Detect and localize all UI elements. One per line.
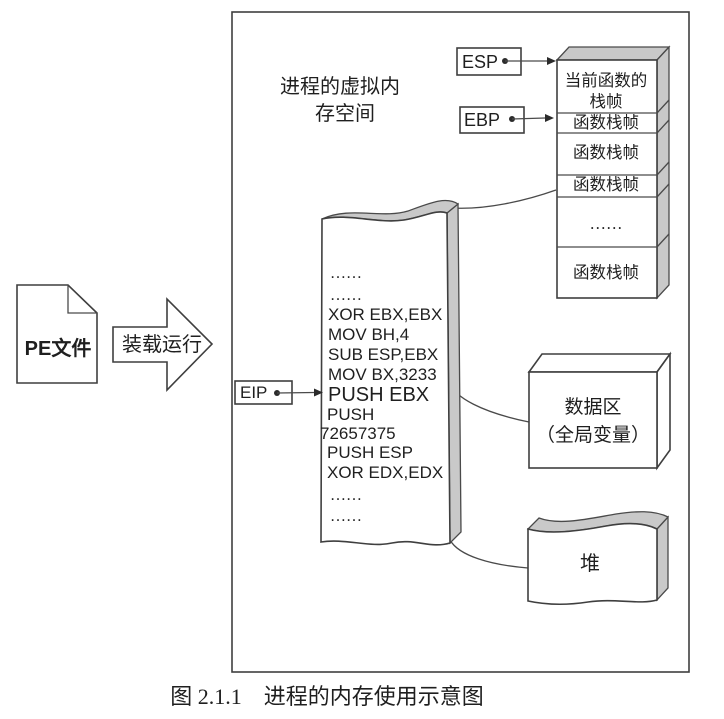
- stack-front-face: [556, 59, 658, 299]
- eip-arrow-line: [276, 391, 315, 394]
- ebp-pointer: EBP: [459, 106, 554, 134]
- code-line: ……: [330, 287, 362, 304]
- data-area-front-face: [528, 371, 658, 469]
- code-line: MOV BH,4: [328, 325, 409, 344]
- stack-frame-label: 函数栈帧: [573, 175, 639, 194]
- code-line: ……: [330, 487, 362, 504]
- figure-caption: 图 2.1.1 进程的内存使用示意图: [170, 684, 484, 709]
- arrowhead-icon: [545, 114, 554, 122]
- data-area-top-face: [527, 353, 672, 373]
- code-line: PUSH: [327, 405, 374, 424]
- heap-side-face: [656, 515, 669, 602]
- code-line: XOR EBX,EBX: [328, 305, 442, 324]
- memory-space-title-line2: 存空间: [315, 102, 375, 125]
- memory-space-title-line1: 进程的虚拟内: [280, 75, 400, 98]
- pe-file-fold-icon: [67, 285, 97, 314]
- code-line: MOV BX,3233: [328, 365, 437, 384]
- esp-label: ESP: [462, 52, 498, 72]
- code-line: SUB ESP,EBX: [328, 345, 438, 364]
- load-run-label: 装载运行: [122, 333, 202, 356]
- pe-file-icon: PE文件: [16, 284, 98, 384]
- ebp-arrow-line: [511, 117, 546, 120]
- heap-front-face: [527, 522, 658, 606]
- code-line: PUSH ESP: [327, 443, 413, 462]
- pe-file-outline: [16, 284, 98, 384]
- data-area-side-face: [656, 351, 671, 471]
- code-line: ……: [330, 508, 362, 525]
- stack-frame-label: 栈帧: [590, 92, 623, 111]
- esp-pointer: ESP: [456, 47, 556, 76]
- stack-frame-label: 函数栈帧: [573, 113, 639, 132]
- heap-label: 堆: [580, 552, 600, 575]
- stack-top-face: [555, 46, 671, 61]
- heap-box: 堆: [526, 511, 670, 606]
- code-block-front-face: [320, 211, 451, 546]
- code-line: 72657375: [320, 424, 396, 443]
- stack-box: 当前函数的 栈帧 函数栈帧 函数栈帧 函数栈帧 …… 函数栈帧: [555, 45, 671, 300]
- stack-side-notch: [656, 161, 670, 176]
- connector-stack-curve: [451, 189, 557, 209]
- code-block: …… …… XOR EBX,EBX MOV BH,4 SUB ESP,EBX M…: [320, 199, 462, 546]
- ebp-label: EBP: [464, 110, 500, 130]
- pe-file-label: PE文件: [25, 336, 92, 360]
- stack-side-notch: [656, 99, 670, 114]
- stack-frame-label: 函数栈帧: [573, 143, 639, 162]
- code-line: XOR EDX,EDX: [327, 463, 443, 482]
- code-line: ……: [330, 265, 362, 282]
- load-run-arrow: 装载运行: [112, 297, 214, 392]
- connector-heap-curve: [449, 539, 529, 569]
- code-line-current: PUSH EBX: [328, 384, 429, 406]
- stack-frame-label: 当前函数的: [565, 71, 648, 90]
- data-area-label-line2: （全局变量）: [536, 424, 650, 446]
- code-listing: …… …… XOR EBX,EBX MOV BH,4 SUB ESP,EBX M…: [320, 265, 443, 525]
- data-area-label-line1: 数据区: [564, 396, 621, 418]
- eip-pointer: EIP: [234, 380, 323, 405]
- block-arrow-icon: [112, 297, 214, 392]
- arrowhead-icon: [547, 57, 556, 65]
- arrowhead-icon: [314, 388, 323, 397]
- data-area-box: 数据区 （全局变量）: [527, 351, 672, 471]
- stack-side-notch: [656, 119, 670, 134]
- stack-side-notch: [656, 233, 670, 248]
- stack-side-notch: [656, 183, 670, 198]
- stack-frame-ellipsis: ……: [590, 214, 623, 233]
- stack-frame-label: 函数栈帧: [573, 263, 639, 282]
- eip-label: EIP: [240, 383, 267, 402]
- bullet-icon: [509, 116, 515, 122]
